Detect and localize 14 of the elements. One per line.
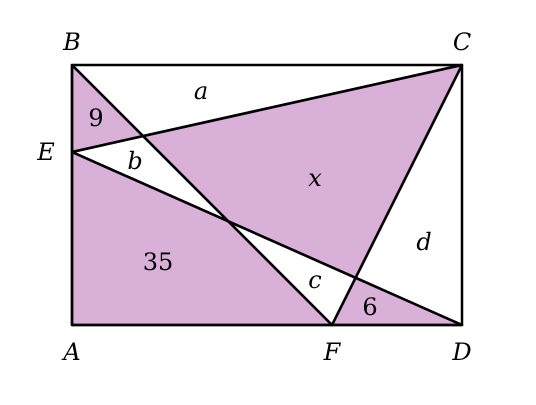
region-label: x (308, 166, 322, 190)
region-label: c (308, 268, 322, 292)
vertex-label: A (63, 340, 81, 364)
vertex-label: E (37, 140, 55, 164)
region-label: b (127, 149, 143, 173)
vertex-label: B (63, 30, 81, 54)
region-label: d (416, 230, 432, 254)
region-label: 9 (88, 106, 104, 130)
vertex-label: D (452, 340, 472, 364)
region-label: a (194, 79, 208, 103)
vertex-label: C (452, 30, 472, 54)
region-label: 35 (142, 250, 174, 274)
region-label: 6 (362, 295, 378, 319)
vertex-label: F (324, 340, 340, 364)
